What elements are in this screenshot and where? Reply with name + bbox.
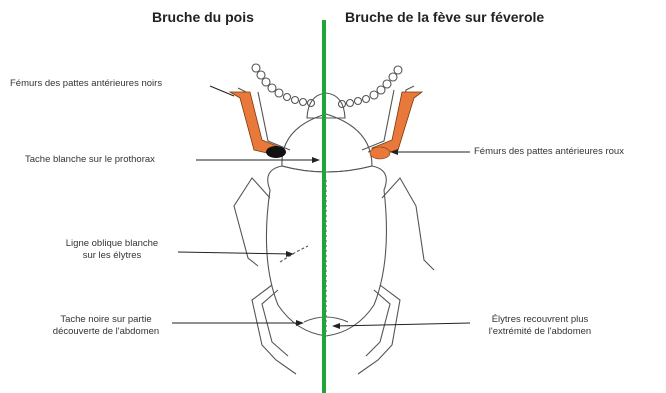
title-right: Bruche de la fève sur féverole xyxy=(345,9,544,25)
label-tache-noire-line2: découverte de l'abdomen xyxy=(36,326,176,338)
label-elytres: Élytres recouvrent plus l'extrémité de l… xyxy=(470,314,610,338)
label-tache-noire: Tache noire sur partie découverte de l'a… xyxy=(36,314,176,338)
label-ligne-oblique-line2: sur les élytres xyxy=(44,250,180,262)
label-tache-noire-line1: Tache noire sur partie xyxy=(36,314,176,326)
antenna-left xyxy=(252,64,315,107)
pointer-elytres xyxy=(334,323,470,326)
arrowhead-tache-noire xyxy=(296,320,304,326)
arrowhead-prothorax xyxy=(312,157,320,163)
pointer-femurs-left xyxy=(210,86,234,96)
femur-orange-spot xyxy=(370,147,390,159)
antenna-right xyxy=(339,66,403,108)
pointer-ligne-oblique xyxy=(178,252,292,254)
label-femurs-left: Fémurs des pattes antérieures noirs xyxy=(10,78,162,90)
label-tache-prothorax: Tache blanche sur le prothorax xyxy=(25,154,155,166)
arrowhead-elytres xyxy=(332,323,340,329)
femur-orange-right xyxy=(372,92,422,156)
label-femurs-right: Fémurs des pattes antérieures roux xyxy=(474,146,624,158)
middle-legs xyxy=(234,178,434,270)
label-elytres-line2: l'extrémité de l'abdomen xyxy=(470,326,610,338)
femur-black-spot xyxy=(266,146,286,158)
label-ligne-oblique: Ligne oblique blanche sur les élytres xyxy=(44,238,180,262)
label-ligne-oblique-line1: Ligne oblique blanche xyxy=(44,238,180,250)
beetle-prothorax xyxy=(282,114,372,172)
title-left: Bruche du pois xyxy=(152,9,254,25)
label-elytres-line1: Élytres recouvrent plus xyxy=(470,314,610,326)
